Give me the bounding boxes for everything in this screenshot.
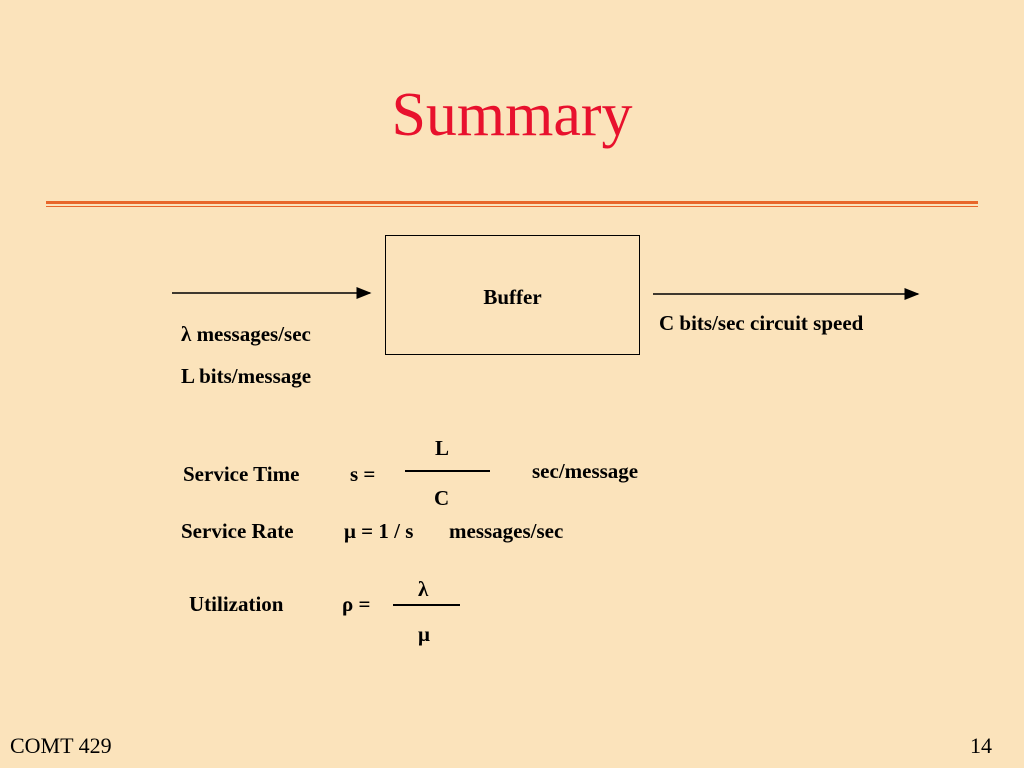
output-speed-label: C bits/sec circuit speed bbox=[659, 311, 864, 335]
service-time-fraction-bar bbox=[405, 470, 490, 472]
utilization-numerator: λ bbox=[418, 577, 429, 601]
service-rate-label: Service Rate bbox=[181, 519, 294, 543]
utilization-fraction-bar bbox=[393, 604, 460, 606]
service-time-unit: sec/message bbox=[532, 459, 639, 483]
utilization-label: Utilization bbox=[189, 592, 284, 616]
footer-course: COMT 429 bbox=[10, 733, 112, 758]
input-size-label: L bits/message bbox=[181, 364, 312, 388]
service-rate-unit: messages/sec bbox=[449, 519, 564, 543]
input-rate-label: λ messages/sec bbox=[181, 322, 311, 346]
service-time-lhs: s = bbox=[350, 462, 376, 486]
service-time-label: Service Time bbox=[183, 462, 300, 486]
utilization-lhs: ρ = bbox=[342, 592, 371, 616]
service-time-numerator: L bbox=[435, 436, 450, 460]
service-rate-expression: μ = 1 / s bbox=[344, 519, 414, 543]
title-divider bbox=[46, 201, 978, 204]
service-time-denominator: C bbox=[434, 486, 450, 510]
buffer-box bbox=[385, 235, 640, 355]
utilization-denominator: μ bbox=[418, 622, 430, 646]
buffer-label: Buffer bbox=[483, 285, 542, 309]
slide-title: Summary bbox=[391, 81, 633, 149]
title-divider-thin bbox=[46, 206, 978, 207]
page-number: 14 bbox=[970, 733, 992, 758]
